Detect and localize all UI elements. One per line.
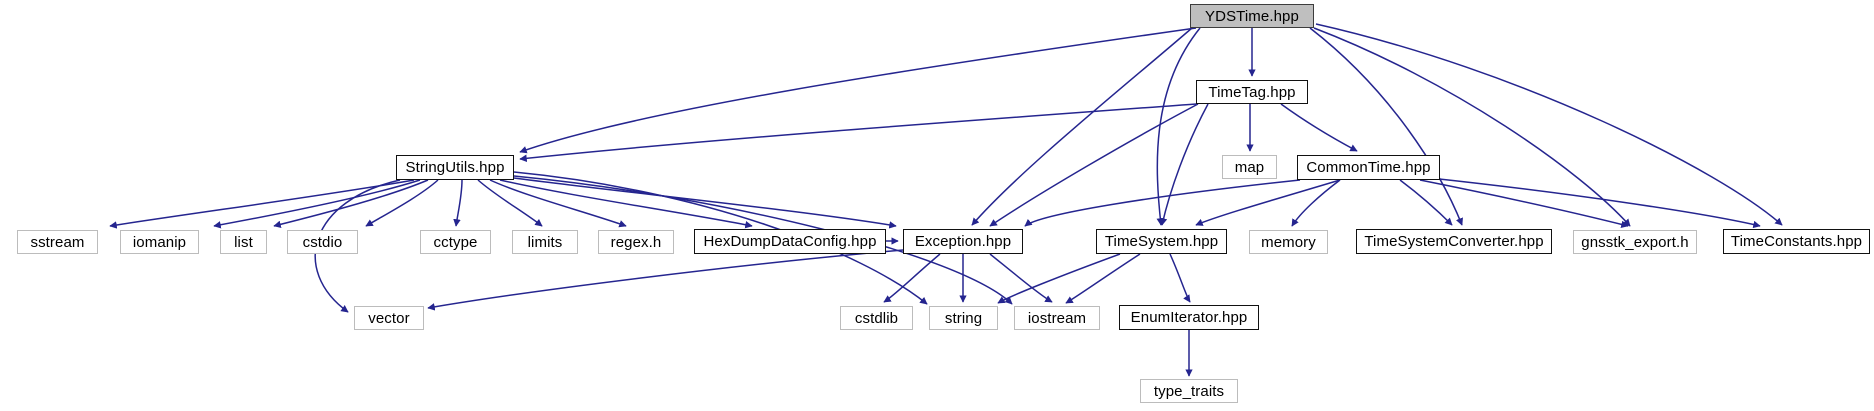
edge-ydstime-stringutils	[519, 27, 1197, 154]
node-hexdumpdataconfig-hpp[interactable]: HexDumpDataConfig.hpp	[694, 229, 886, 254]
node-enumiterator-hpp[interactable]: EnumIterator.hpp	[1119, 305, 1259, 330]
node-label: vector	[368, 309, 410, 327]
node-memory[interactable]: memory	[1249, 230, 1328, 254]
edge-stringutils-sstream	[109, 179, 415, 229]
node-label: TimeConstants.hpp	[1730, 233, 1863, 250]
edge-ydstime-timeconstants	[1315, 23, 1783, 226]
node-map[interactable]: map	[1222, 155, 1277, 179]
node-label: Exception.hpp	[914, 233, 1012, 250]
node-cstdlib[interactable]: cstdlib	[840, 306, 913, 330]
edge-stringutils-cctype	[453, 179, 463, 227]
node-label: CommonTime.hpp	[1306, 159, 1431, 176]
edge-ydstime-exception	[971, 27, 1193, 226]
edge-exception-cstdlib	[883, 253, 941, 303]
edge-stringutils-exception	[513, 177, 897, 229]
node-timesystem-hpp[interactable]: TimeSystem.hpp	[1096, 229, 1227, 254]
edge-commontime-gnsstkexport	[1419, 179, 1629, 229]
node-label: HexDumpDataConfig.hpp	[703, 233, 877, 250]
edge-stringutils-limits	[477, 179, 543, 227]
node-cstdio[interactable]: cstdio	[287, 230, 358, 254]
edge-timesystem-iostream	[1065, 253, 1141, 304]
edge-timetag-stringutils	[519, 103, 1197, 163]
node-list[interactable]: list	[220, 230, 267, 254]
node-timetag-hpp[interactable]: TimeTag.hpp	[1196, 80, 1308, 104]
node-label: EnumIterator.hpp	[1130, 309, 1248, 326]
edge-stringutils-iomanip	[213, 179, 421, 229]
node-label: list	[234, 233, 253, 251]
node-label: cstdlib	[854, 309, 899, 327]
node-string[interactable]: string	[929, 306, 998, 330]
node-limits[interactable]: limits	[512, 230, 578, 254]
node-iomanip[interactable]: iomanip	[120, 230, 199, 254]
node-label: iostream	[1027, 309, 1087, 327]
node-label: type_traits	[1153, 382, 1225, 400]
node-cctype[interactable]: cctype	[420, 230, 491, 254]
edge-ydstime-gnsstkexport	[1313, 27, 1631, 227]
node-label: TimeSystem.hpp	[1104, 233, 1219, 250]
node-vector[interactable]: vector	[354, 306, 424, 330]
edge-timetag-exception	[989, 103, 1199, 227]
node-label: TimeTag.hpp	[1208, 83, 1296, 101]
node-timeconstants-hpp[interactable]: TimeConstants.hpp	[1723, 229, 1870, 254]
edge-timetag-timesystem	[1159, 103, 1209, 226]
node-iostream[interactable]: iostream	[1014, 306, 1100, 330]
node-timesystemconverter-hpp[interactable]: TimeSystemConverter.hpp	[1356, 229, 1552, 254]
node-sstream[interactable]: sstream	[17, 230, 98, 254]
edge-timesystem-string	[997, 253, 1121, 304]
node-label: gnsstk_export.h	[1581, 233, 1689, 251]
node-label: StringUtils.hpp	[405, 159, 505, 176]
edge-exception-iostream	[989, 253, 1053, 303]
node-label: cstdio	[302, 233, 343, 251]
node-regex-h[interactable]: regex.h	[598, 230, 674, 254]
edge-ydstime-timesystem	[1156, 27, 1201, 226]
edge-commontime-timesystem	[1195, 179, 1341, 226]
node-ydstime-hpp[interactable]: YDSTime.hpp	[1190, 4, 1314, 28]
edge-exception-vector	[427, 249, 904, 311]
edge-commontime-memory	[1291, 179, 1341, 227]
node-label: map	[1234, 158, 1265, 176]
node-label: iomanip	[132, 233, 187, 251]
node-exception-hpp[interactable]: Exception.hpp	[903, 229, 1023, 254]
edge-timesystem-enumiterator	[1169, 253, 1191, 303]
node-label: sstream	[30, 233, 85, 251]
node-label: regex.h	[610, 233, 662, 251]
edge-stringutils-hexdump	[499, 179, 753, 229]
node-label: limits	[527, 233, 563, 251]
edge-commontime-timesystemconverter	[1399, 179, 1453, 226]
node-label: cctype	[433, 233, 478, 251]
node-type-traits[interactable]: type_traits	[1140, 379, 1238, 403]
node-gnsstk-export-h[interactable]: gnsstk_export.h	[1573, 230, 1697, 254]
node-label: YDSTime.hpp	[1205, 7, 1299, 25]
node-label: TimeSystemConverter.hpp	[1364, 233, 1544, 250]
node-label: string	[944, 309, 983, 327]
node-commontime-hpp[interactable]: CommonTime.hpp	[1297, 155, 1440, 180]
edge-commontime-timeconstants	[1429, 177, 1761, 229]
edge-stringutils-list	[273, 179, 429, 229]
edge-stringutils-regex	[489, 179, 627, 228]
edge-commontime-exception	[1024, 179, 1301, 227]
edge-timetag-commontime	[1280, 103, 1358, 152]
node-label: memory	[1261, 233, 1316, 251]
node-stringutils-hpp[interactable]: StringUtils.hpp	[396, 155, 514, 180]
edge-stringutils-cstdio	[365, 179, 439, 227]
edge-ydstime-timesystemconverter	[1309, 27, 1463, 226]
